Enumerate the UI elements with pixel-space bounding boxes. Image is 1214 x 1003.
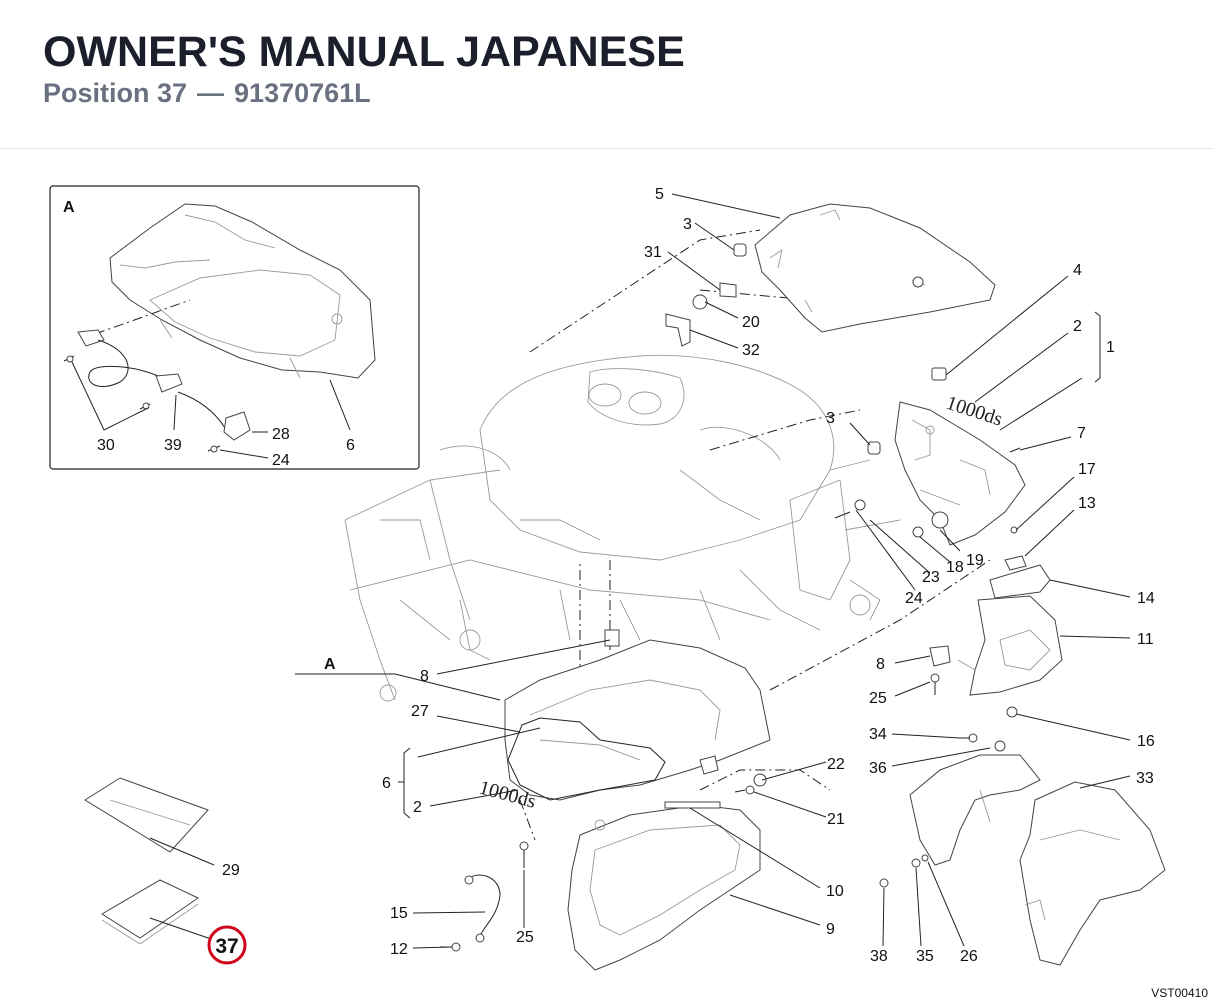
callout-29: 29 — [222, 862, 240, 879]
callout-1: 1 — [1106, 339, 1115, 356]
sensor-part-4 — [931, 367, 947, 381]
inset-wiring — [63, 329, 251, 453]
callout-8-left: 8 — [420, 668, 429, 685]
callout-23: 23 — [922, 569, 940, 586]
view-marker-a: A — [324, 656, 336, 673]
page-subtitle: Position 37 — 91370761L — [43, 78, 371, 109]
callout-9: 9 — [826, 921, 835, 938]
front-lower-fairing-part-11 — [957, 564, 1063, 696]
callout-10: 10 — [826, 883, 844, 900]
callout-11: 11 — [1137, 631, 1154, 648]
fasteners-lower-center — [440, 773, 767, 952]
callout-39: 39 — [164, 437, 182, 454]
callout-30: 30 — [97, 437, 115, 454]
front-fender-part-33 — [1019, 781, 1166, 966]
highlight-ring — [207, 925, 247, 965]
bracket-1 — [1094, 311, 1101, 383]
callout-26: 26 — [960, 948, 978, 965]
callout-3-upper: 3 — [683, 216, 692, 233]
callout-13: 13 — [1078, 495, 1096, 512]
fasteners-upper — [665, 243, 747, 347]
callout-31: 31 — [644, 244, 662, 261]
callout-7: 7 — [1077, 425, 1086, 442]
callout-12: 12 — [390, 941, 408, 958]
callout-32: 32 — [742, 342, 760, 359]
callout-38: 38 — [870, 948, 888, 965]
callout-3-mid: 3 — [826, 410, 835, 427]
callout-20: 20 — [742, 314, 760, 331]
callout-18: 18 — [946, 559, 964, 576]
callout-22: 22 — [827, 756, 845, 773]
seat-cover-part-5 — [754, 203, 996, 333]
leader-lines — [149, 193, 1131, 949]
callout-36: 36 — [869, 760, 887, 777]
inset-label: A — [63, 199, 75, 216]
fender-bracket-part-36 — [879, 754, 1041, 888]
page-title: OWNER'S MANUAL JAPANESE — [43, 28, 685, 76]
upper-fairing-part-1 — [894, 401, 1026, 546]
callout-25-right: 25 — [869, 690, 887, 707]
callout-37: 37 — [215, 935, 238, 958]
inset-detail-a: A 30 39 28 24 6 — [49, 185, 420, 470]
fasteners-right — [834, 441, 1027, 752]
callout-34: 34 — [869, 726, 887, 743]
side-fairing-part-6 — [504, 629, 771, 801]
callout-24: 24 — [272, 452, 290, 469]
highlighted-callout-37[interactable]: 37 — [207, 925, 247, 965]
position-label: Position 37 — [43, 78, 188, 108]
callouts: 5 3 31 20 32 4 2 1 3 7 17 13 19 18 23 24… — [222, 186, 1155, 965]
callout-8-right: 8 — [876, 656, 885, 673]
callout-6: 6 — [346, 437, 355, 454]
callout-15: 15 — [390, 905, 408, 922]
callout-16: 16 — [1137, 733, 1155, 750]
bracket-6 — [398, 747, 411, 819]
callout-19: 19 — [966, 552, 984, 569]
callout-6-main: 6 — [382, 775, 391, 792]
motorcycle-frame-and-tank — [344, 354, 901, 702]
callout-33: 33 — [1136, 770, 1154, 787]
callout-28: 28 — [272, 426, 290, 443]
subtitle-separator: — — [197, 78, 225, 108]
callout-25-lower: 25 — [516, 929, 534, 946]
callout-35: 35 — [916, 948, 934, 965]
callout-14: 14 — [1137, 590, 1155, 607]
page-header: OWNER'S MANUAL JAPANESE Position 37 — 9137… — [0, 0, 1214, 149]
callout-17: 17 — [1078, 461, 1096, 478]
callout-4: 4 — [1073, 262, 1082, 279]
assembly-lines — [519, 229, 991, 841]
callout-2-upper: 2 — [1073, 318, 1082, 335]
side-panel-part-9 — [567, 804, 761, 971]
owners-manual-part-37 — [101, 879, 199, 945]
callout-21: 21 — [827, 811, 845, 828]
inset-fairing-shell — [109, 203, 376, 379]
drawing-reference: VST00410 — [1151, 986, 1208, 1000]
callout-27: 27 — [411, 703, 429, 720]
part-number: 91370761L — [234, 78, 371, 108]
manual-pouch-part-29 — [84, 777, 209, 853]
callout-2-lower: 2 — [413, 799, 422, 816]
callout-5: 5 — [655, 186, 664, 203]
callout-24-right: 24 — [905, 590, 923, 607]
